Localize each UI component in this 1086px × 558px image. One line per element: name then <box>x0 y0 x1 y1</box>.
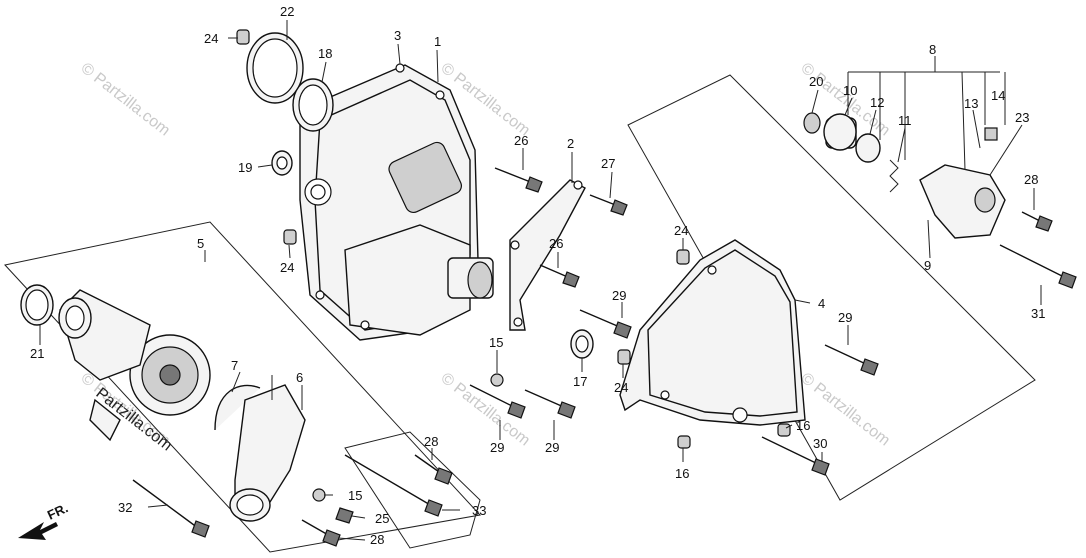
water-outlet <box>214 375 306 522</box>
callout-31: 31 <box>1031 306 1045 321</box>
o-ring-21 <box>20 284 54 326</box>
callout-32: 32 <box>118 500 132 515</box>
callout-24: 24 <box>280 260 294 275</box>
callout-24: 24 <box>614 380 628 395</box>
callout-labels: 22 24 18 3 1 19 24 26 2 27 26 29 15 17 2… <box>30 4 1045 547</box>
callout-5: 5 <box>197 236 204 251</box>
callout-15: 15 <box>489 335 503 350</box>
callout-29: 29 <box>612 288 626 303</box>
front-arrow-icon <box>18 522 58 540</box>
callout-33: 33 <box>472 503 486 518</box>
callout-28: 28 <box>1024 172 1038 187</box>
callout-2: 2 <box>567 136 574 151</box>
watermark: © Partzilla.com <box>798 370 893 450</box>
callout-16: 16 <box>796 418 810 433</box>
watermark: © Partzilla.com <box>78 60 173 140</box>
callout-23: 23 <box>1015 110 1029 125</box>
callout-15: 15 <box>348 488 362 503</box>
callout-24: 24 <box>674 223 688 238</box>
callout-29: 29 <box>545 440 559 455</box>
leader-lines <box>39 20 1042 541</box>
callout-19: 19 <box>238 160 252 175</box>
callout-29: 29 <box>490 440 504 455</box>
callout-27: 27 <box>601 156 615 171</box>
callout-22: 22 <box>280 4 294 19</box>
rear-cover-assembly <box>299 63 494 341</box>
front-label: FR. <box>45 500 70 522</box>
callout-29: 29 <box>838 310 852 325</box>
seals <box>236 29 791 502</box>
callout-17: 17 <box>573 374 587 389</box>
callout-28: 28 <box>370 532 384 547</box>
callout-16: 16 <box>675 466 689 481</box>
callout-4: 4 <box>818 296 825 311</box>
water-pump-body <box>58 289 211 442</box>
callout-20: 20 <box>809 74 823 89</box>
callout-6: 6 <box>296 370 303 385</box>
gasket-plate <box>509 179 586 331</box>
callout-24: 24 <box>204 31 218 46</box>
thermostat-housing <box>803 112 1006 239</box>
callout-14: 14 <box>991 88 1005 103</box>
callout-26: 26 <box>549 236 563 251</box>
callout-1: 1 <box>434 34 441 49</box>
callout-11: 11 <box>898 113 912 128</box>
callout-9: 9 <box>924 258 931 273</box>
callout-28: 28 <box>424 434 438 449</box>
bolts <box>132 167 1077 547</box>
callout-12: 12 <box>870 95 884 110</box>
callout-21: 21 <box>30 346 44 361</box>
callout-10: 10 <box>843 83 857 98</box>
callout-18: 18 <box>318 46 332 61</box>
callout-8: 8 <box>929 42 936 57</box>
callout-30: 30 <box>813 436 827 451</box>
side-cover <box>619 239 806 426</box>
callout-26: 26 <box>514 133 528 148</box>
front-direction-indicator: FR. <box>18 500 70 540</box>
callout-13: 13 <box>964 96 978 111</box>
callout-7: 7 <box>231 358 238 373</box>
callout-25: 25 <box>375 511 389 526</box>
callout-3: 3 <box>394 28 401 43</box>
